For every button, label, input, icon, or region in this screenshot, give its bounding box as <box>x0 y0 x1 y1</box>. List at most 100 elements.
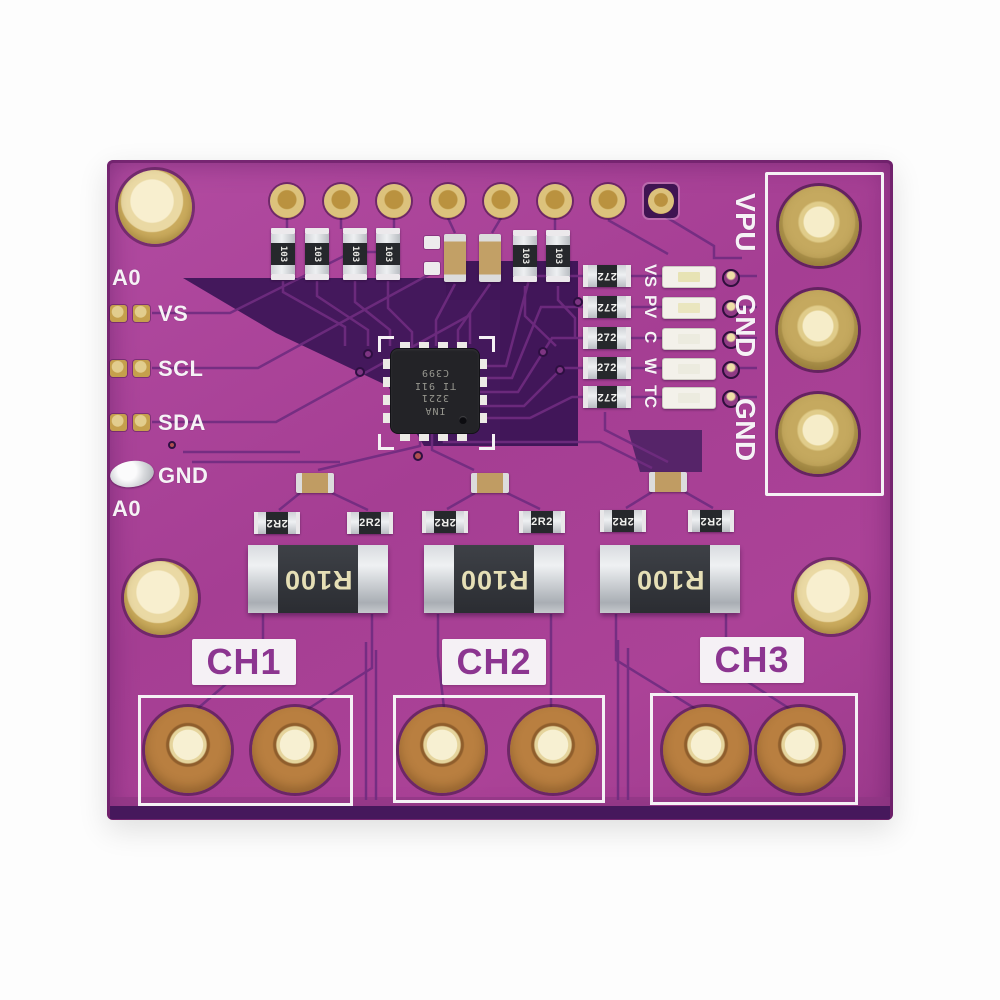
shunt-marking: R100 <box>283 564 353 595</box>
terminal-pad <box>399 707 485 793</box>
header-pad <box>591 184 625 218</box>
filter-resistor: 2R2 <box>688 510 734 532</box>
resistor-marking: 272 <box>597 391 617 403</box>
sda-pad <box>110 414 127 431</box>
channel-label-ch1: CH1 <box>192 639 296 685</box>
ic-pins-right <box>479 359 487 425</box>
ic-pin1-dot <box>459 416 467 424</box>
resistor-marking: 2R2 <box>531 516 553 528</box>
sda-pad <box>133 414 150 431</box>
mounting-hole-top-left <box>118 170 192 244</box>
vs-pad <box>110 305 127 322</box>
header-pad <box>484 184 518 218</box>
pullup-resistor: 103 <box>376 228 400 280</box>
led-die <box>678 334 700 344</box>
header-pad <box>270 184 304 218</box>
power-pin-label: GND <box>730 294 761 358</box>
alert-led <box>662 297 716 319</box>
silk-label-gnd: GND <box>158 463 209 488</box>
ic-marking-line: TI 91I <box>413 380 457 391</box>
terminal-box-ch2 <box>393 695 605 803</box>
filter-resistor: 2R2 <box>519 511 565 533</box>
solder-jumper-pad <box>424 236 440 249</box>
alert-resistor: 272 <box>583 265 631 287</box>
alert-led <box>662 387 716 409</box>
resistor-marking: 2R2 <box>612 515 634 527</box>
ic-marking-line: C399 <box>420 367 450 379</box>
vs-pad <box>133 305 150 322</box>
silk-label-sda: SDA <box>158 410 206 435</box>
resistor-marking: 103 <box>311 245 322 263</box>
ic-marking-line: INA <box>424 405 446 416</box>
terminal-pad <box>252 707 338 793</box>
led-die <box>678 303 700 313</box>
resistor-marking: 272 <box>597 270 617 282</box>
pullup-resistor: 103 <box>546 230 570 282</box>
pad-ring <box>648 188 674 214</box>
silk-label-a0-top: A0 <box>112 265 142 290</box>
header-pad <box>377 184 411 218</box>
resistor-marking: 103 <box>349 245 360 263</box>
alert-pad <box>722 269 740 287</box>
alert-led <box>662 328 716 350</box>
resistor-marking: 272 <box>597 332 617 344</box>
alert-led <box>662 266 716 288</box>
resistor-marking: 103 <box>277 245 288 263</box>
terminal-box-ch1 <box>138 695 353 806</box>
channel-label-ch2: CH2 <box>442 639 546 685</box>
alert-led <box>662 358 716 380</box>
resistor-marking: 272 <box>597 301 617 313</box>
led-die <box>678 393 700 403</box>
alert-resistor: 272 <box>583 327 631 349</box>
resistor-marking: 2R2 <box>434 516 456 528</box>
header-pad <box>538 184 572 218</box>
silk-label-vs: VS <box>158 301 189 326</box>
terminal-pad <box>145 707 231 793</box>
scl-pad <box>133 360 150 377</box>
filter-resistor: 2R2 <box>422 511 468 533</box>
solder-jumper-pad <box>424 262 440 275</box>
resistor-marking: 2R2 <box>359 517 381 529</box>
ic-pins-top <box>400 342 470 350</box>
terminal-pad <box>510 707 596 793</box>
alert-resistor: 272 <box>583 386 631 408</box>
pullup-resistor: 103 <box>305 228 329 280</box>
alert-pad <box>722 361 740 379</box>
shunt-marking: R100 <box>459 564 529 595</box>
alert-pad <box>722 390 740 408</box>
silk-label-scl: SCL <box>158 356 204 381</box>
terminal-pad <box>757 707 843 793</box>
shunt-resistor: R100 <box>424 545 564 613</box>
power-pad-gnd2 <box>778 394 858 474</box>
decoupling-capacitor <box>479 234 501 282</box>
header-pad <box>431 184 465 218</box>
ic-corner-mark <box>479 434 495 450</box>
silk-label-a0-bottom: A0 <box>112 496 142 521</box>
alert-label: VS <box>641 264 660 288</box>
power-header-box <box>765 172 884 496</box>
filter-resistor: 2R2 <box>254 512 300 534</box>
decoupling-capacitor <box>444 234 466 282</box>
alert-label: W <box>641 358 660 375</box>
terminal-pad <box>663 707 749 793</box>
ic-corner-mark <box>378 336 394 352</box>
mounting-hole-bottom-left <box>124 561 198 635</box>
power-pin-label: GND <box>730 398 761 462</box>
led-die <box>678 364 700 374</box>
pullup-resistor: 103 <box>271 228 295 280</box>
shunt-resistor: R100 <box>248 545 388 613</box>
power-pin-label: VPU <box>730 193 761 253</box>
scl-pad <box>110 360 127 377</box>
shunt-marking: R100 <box>635 564 705 595</box>
ic-pins-left <box>383 359 391 425</box>
shunt-resistor: R100 <box>600 545 740 613</box>
alert-label: C <box>641 331 660 344</box>
ic-marking-line: 3221 <box>420 392 450 404</box>
alert-label: PV <box>641 295 660 319</box>
resistor-marking: 2R2 <box>700 515 722 527</box>
alert-label: TC <box>641 385 660 409</box>
filter-resistor: 2R2 <box>347 512 393 534</box>
mounting-hole-right <box>794 560 868 634</box>
pullup-resistor: 103 <box>343 228 367 280</box>
